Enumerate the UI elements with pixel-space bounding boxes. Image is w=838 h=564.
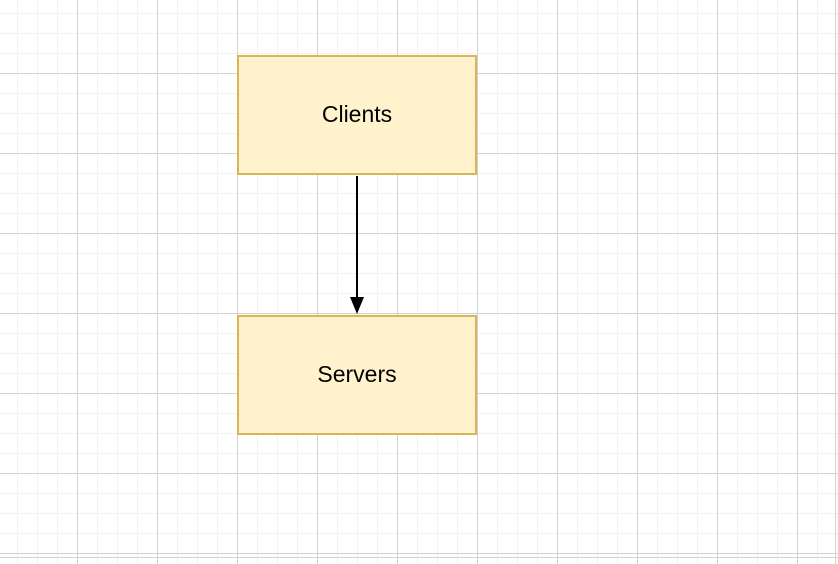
node-clients-label: Clients: [321, 101, 393, 128]
arrowhead-icon: [350, 297, 364, 314]
node-servers[interactable]: Servers: [237, 315, 477, 435]
node-clients[interactable]: Clients: [237, 55, 477, 175]
node-servers-label: Servers: [317, 361, 397, 388]
edge-clients-to-servers[interactable]: [350, 176, 364, 314]
